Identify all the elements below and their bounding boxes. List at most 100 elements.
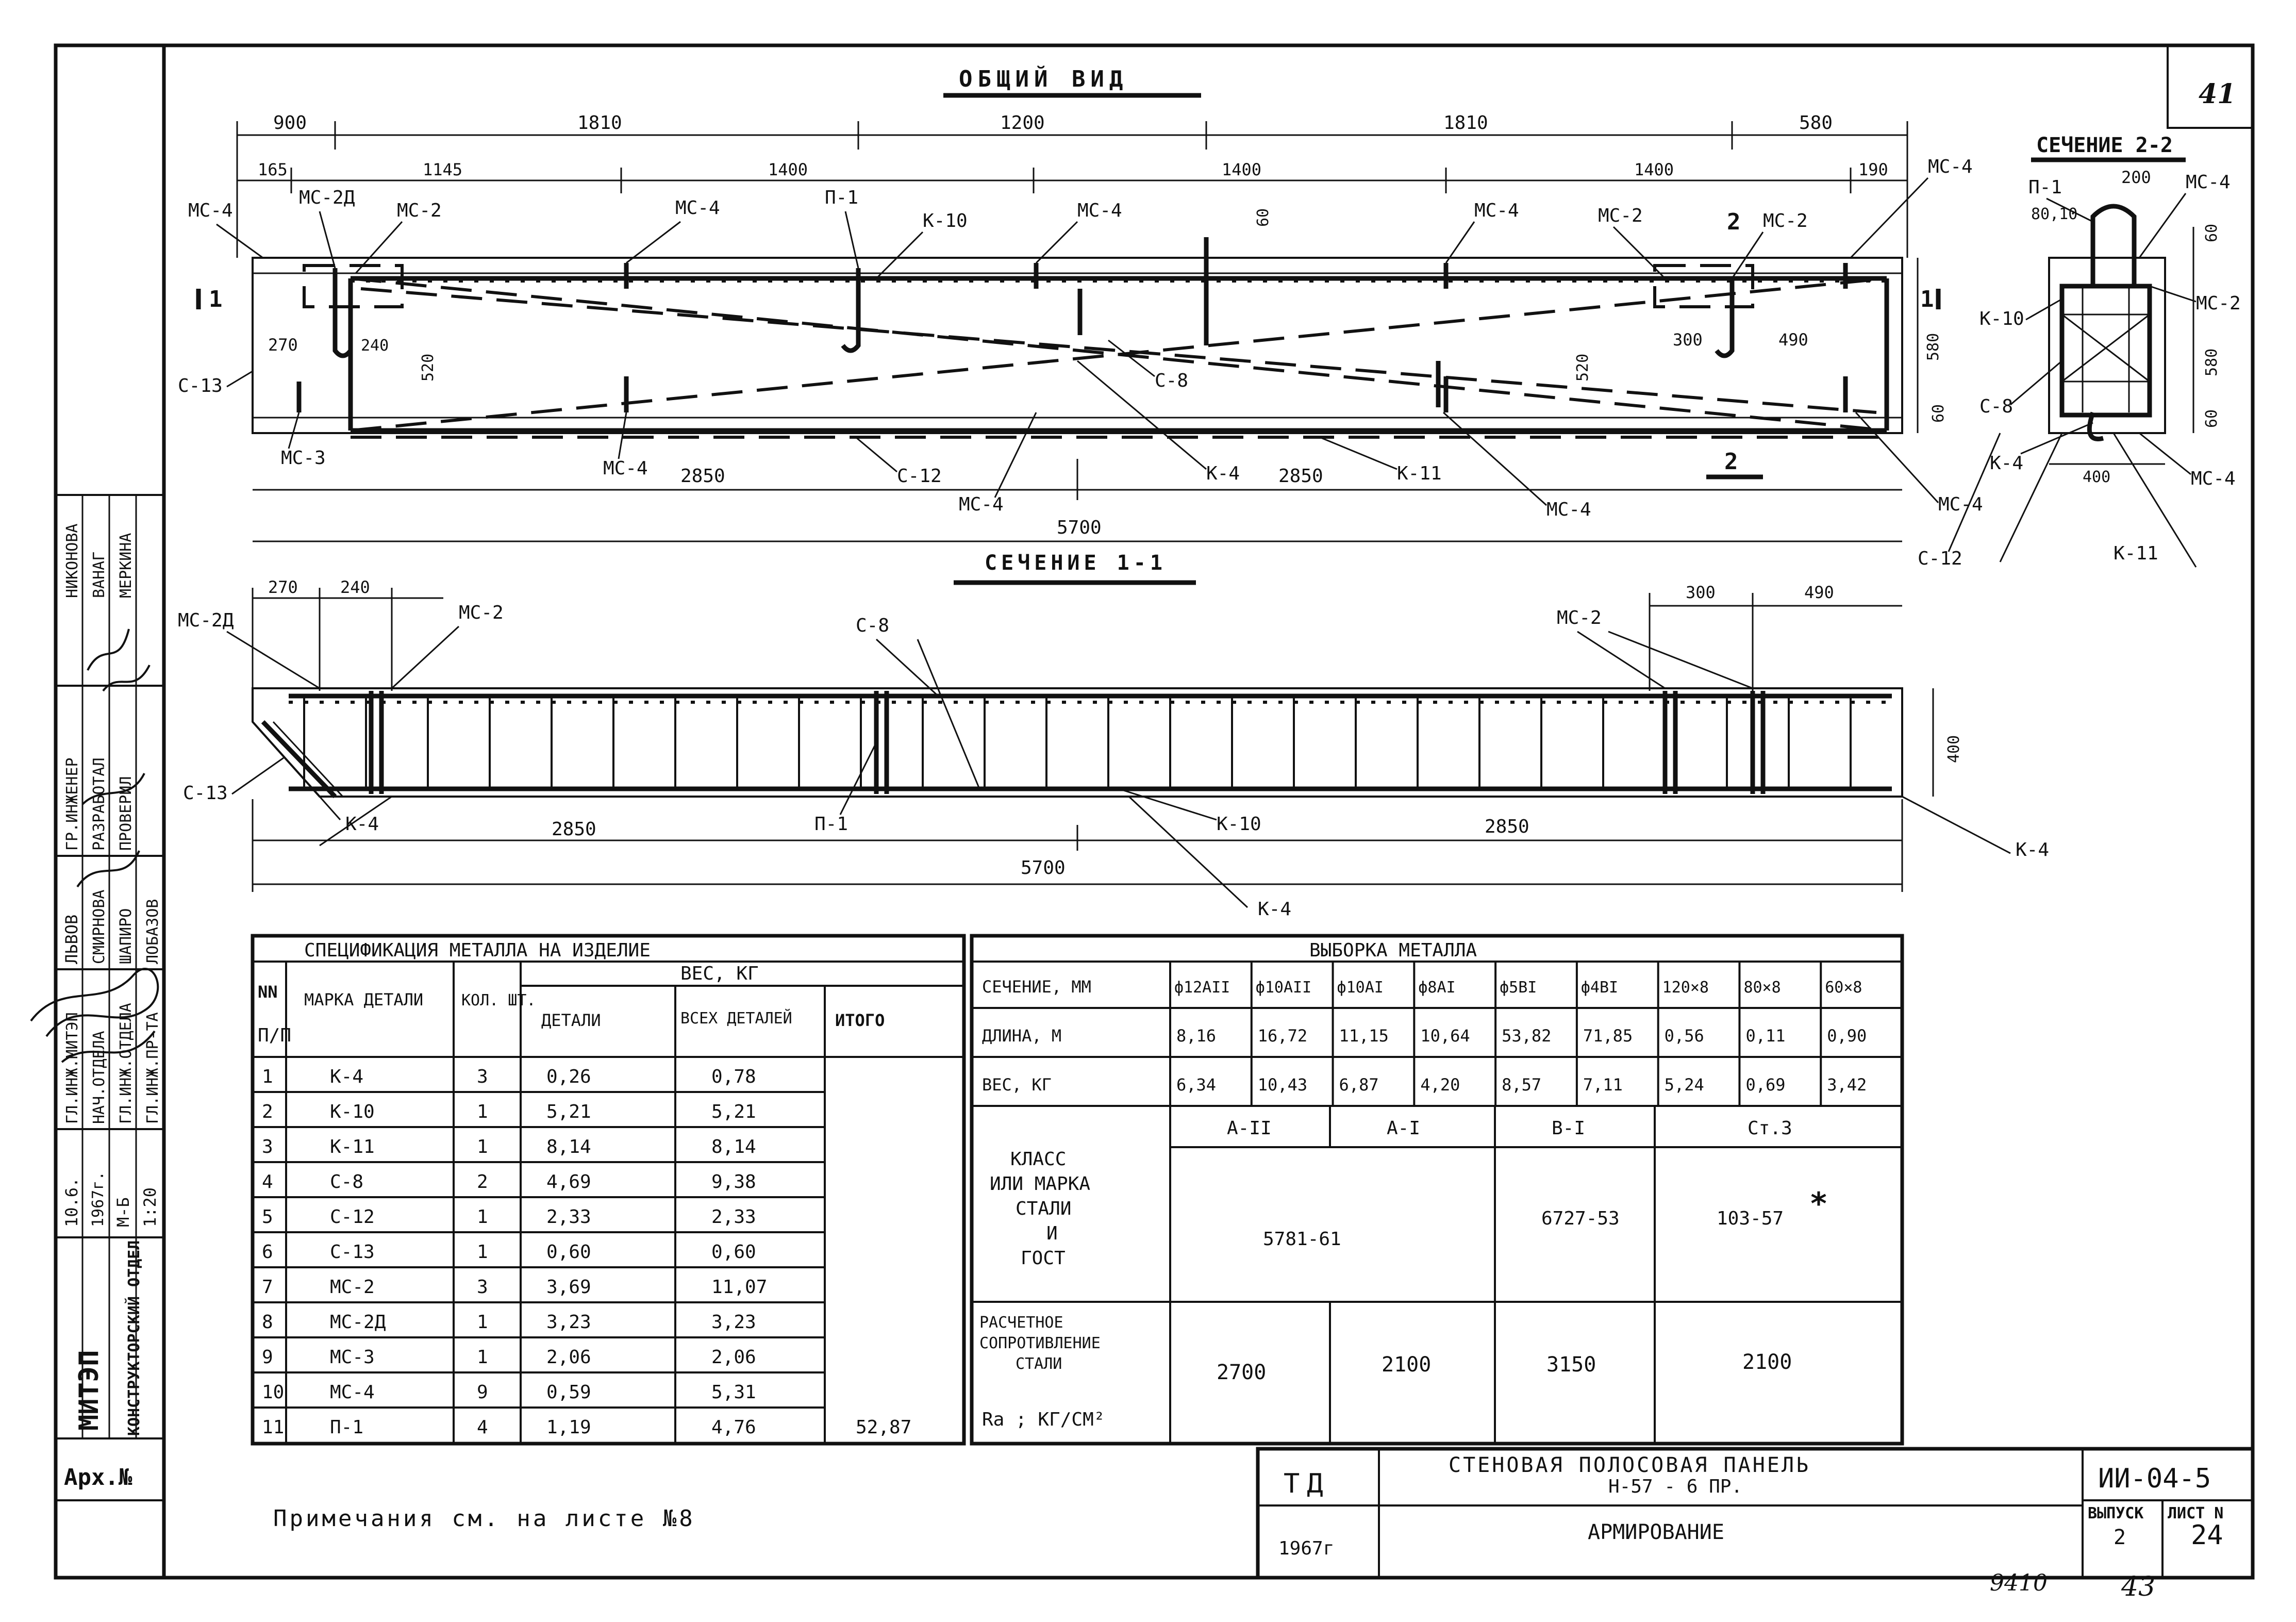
- side-stamp: МИТЭП КОНСТРУКТОРСКИЙ ОТДЕЛ 10.6. 1967г.…: [30, 494, 164, 1501]
- svg-text:МС-3: МС-3: [281, 448, 326, 469]
- sample-length: 0,56: [1665, 1026, 1704, 1046]
- svg-text:*: *: [1809, 1186, 1828, 1222]
- svg-text:900: 900: [273, 112, 307, 134]
- spec-cell: 11,07: [711, 1277, 767, 1298]
- side-name-nikonova: НИКОНОВА: [63, 524, 81, 599]
- stamp-subtitle: АРМИРОВАНИЕ: [1588, 1520, 1724, 1544]
- sample-section: ф5ВI: [1500, 979, 1537, 997]
- title-block: ТД 1967г СТЕНОВАЯ ПОЛОСОВАЯ ПАНЕЛЬ Н-57 …: [1256, 1447, 2255, 1602]
- sample-section: ф8АI: [1418, 979, 1455, 997]
- side-gr-engineer: ГР.ИНЖЕНЕР: [63, 757, 81, 851]
- svg-text:МС-4: МС-4: [1546, 499, 1591, 520]
- sample-section: ф10АI: [1337, 979, 1384, 997]
- svg-text:К-10: К-10: [1217, 814, 1261, 835]
- svg-text:2850: 2850: [552, 819, 596, 840]
- spec-cell: С-8: [330, 1171, 363, 1193]
- spec-cell: 9: [477, 1382, 488, 1403]
- sample-weight: 3,42: [1827, 1075, 1867, 1095]
- svg-text:ВСЕХ ДЕТАЛЕЙ: ВСЕХ ДЕТАЛЕЙ: [680, 1009, 792, 1028]
- spec-cell: 0,78: [711, 1066, 756, 1087]
- svg-text:60: 60: [2203, 409, 2221, 428]
- svg-text:1: 1: [1920, 286, 1934, 312]
- svg-text:1400: 1400: [768, 160, 808, 179]
- spec-cell: 6: [262, 1242, 273, 1263]
- svg-text:240: 240: [361, 337, 389, 355]
- spec-cell: К-4: [330, 1066, 363, 1087]
- sample-title: ВЫБОРКА МЕТАЛЛА: [1309, 940, 1477, 961]
- svg-text:К-4: К-4: [1258, 899, 1291, 920]
- svg-text:400: 400: [2083, 468, 2110, 486]
- sample-section: ф10АII: [1256, 979, 1311, 997]
- side-name-smirnova: СМИРНОВА: [90, 890, 108, 965]
- svg-text:1: 1: [209, 286, 223, 312]
- side-role-2: НАЧ.ОТДЕЛА: [90, 1031, 108, 1124]
- spec-cell: 8,14: [546, 1136, 591, 1157]
- spec-cell: 1: [477, 1136, 488, 1157]
- section-11-title: СЕЧЕНИЕ 1-1: [985, 551, 1167, 575]
- section-22-title: СЕЧЕНИЕ 2-2: [2036, 134, 2173, 157]
- svg-text:240: 240: [340, 577, 370, 597]
- side-dept: КОНСТРУКТОРСКИЙ ОТДЕЛ: [125, 1240, 143, 1436]
- svg-text:МС-2Д: МС-2Д: [178, 610, 234, 631]
- spec-cell: 4,76: [711, 1417, 756, 1438]
- spec-cell: 5,21: [711, 1101, 756, 1122]
- svg-text:Ст.3: Ст.3: [1748, 1118, 1792, 1139]
- svg-text:2850: 2850: [680, 466, 725, 487]
- svg-text:С-8: С-8: [856, 615, 889, 636]
- side-scale-m: М-Б: [113, 1197, 133, 1227]
- stamp-year: 1967г: [1278, 1538, 1334, 1559]
- stamp-issue: 2: [2114, 1526, 2126, 1549]
- svg-text:С-8: С-8: [1155, 370, 1188, 391]
- spec-cell: 4: [262, 1171, 273, 1193]
- sample-weight: 7,11: [1583, 1075, 1623, 1095]
- sample-section: 80×8: [1743, 979, 1781, 997]
- svg-text:МС-2: МС-2: [1557, 607, 1602, 628]
- class-header-line: И: [1046, 1223, 1058, 1244]
- svg-text:300: 300: [1686, 583, 1716, 602]
- spec-cell: К-10: [330, 1101, 375, 1122]
- sample-weight: 10,43: [1258, 1075, 1307, 1095]
- svg-text:270: 270: [268, 577, 298, 597]
- svg-text:МС-2Д: МС-2Д: [299, 187, 355, 208]
- svg-text:ДЕТАЛИ: ДЕТАЛИ: [541, 1011, 601, 1030]
- sample-length: 71,85: [1583, 1026, 1633, 1046]
- spec-cell: 0,60: [546, 1242, 591, 1263]
- svg-text:К-10: К-10: [923, 210, 968, 231]
- svg-text:МС-2: МС-2: [1763, 210, 1808, 231]
- svg-text:К-11: К-11: [1397, 463, 1442, 484]
- svg-text:МС-4: МС-4: [1474, 200, 1519, 221]
- general-view-title: ОБЩИЙ ВИД: [959, 65, 1128, 92]
- side-scale: 1:20: [140, 1187, 160, 1227]
- svg-text:МС-2: МС-2: [397, 200, 442, 221]
- side-name-merkina: МЕРКИНА: [117, 533, 135, 598]
- sample-table: ВЫБОРКА МЕТАЛЛА СЕЧЕНИЕ, ММ ДЛИНА, М ВЕС…: [970, 934, 1904, 1446]
- sample-weight: 6,34: [1176, 1075, 1216, 1095]
- spec-cell: 2: [262, 1101, 273, 1122]
- sample-section: 120×8: [1662, 979, 1709, 997]
- stamp-hand-left: 9410: [1990, 1570, 2048, 1596]
- spec-cell: 0,60: [711, 1242, 756, 1263]
- svg-text:ИТОГО: ИТОГО: [835, 1011, 885, 1030]
- spec-title: СПЕЦИФИКАЦИЯ МЕТАЛЛА НА ИЗДЕЛИЕ: [304, 940, 651, 961]
- svg-text:520: 520: [1574, 354, 1592, 382]
- spec-cell: 9,38: [711, 1171, 756, 1193]
- res-header-line: СТАЛИ: [1016, 1355, 1062, 1373]
- spec-cell: 3,69: [546, 1277, 591, 1298]
- svg-text:А-II: А-II: [1227, 1118, 1272, 1139]
- sample-length: 0,11: [1745, 1026, 1785, 1046]
- svg-text:60: 60: [1254, 208, 1272, 227]
- spec-table: СПЕЦИФИКАЦИЯ МЕТАЛЛА НА ИЗДЕЛИЕ NN П/П М…: [251, 934, 966, 1446]
- svg-text:5781-61: 5781-61: [1263, 1229, 1341, 1250]
- spec-cell: 3: [477, 1066, 488, 1087]
- svg-text:МС-4: МС-4: [959, 494, 1004, 515]
- svg-text:165: 165: [258, 160, 288, 179]
- svg-text:ВЕС, КГ: ВЕС, КГ: [680, 963, 759, 984]
- spec-cell: 8: [262, 1312, 273, 1333]
- svg-text:ВЕС, КГ: ВЕС, КГ: [982, 1075, 1052, 1095]
- side-role-3: ГЛ.ИНЖ.ОТДЕЛА: [117, 1003, 135, 1124]
- svg-text:190: 190: [1858, 160, 1888, 179]
- spec-cell: 1,19: [546, 1417, 591, 1438]
- svg-text:490: 490: [1778, 330, 1808, 350]
